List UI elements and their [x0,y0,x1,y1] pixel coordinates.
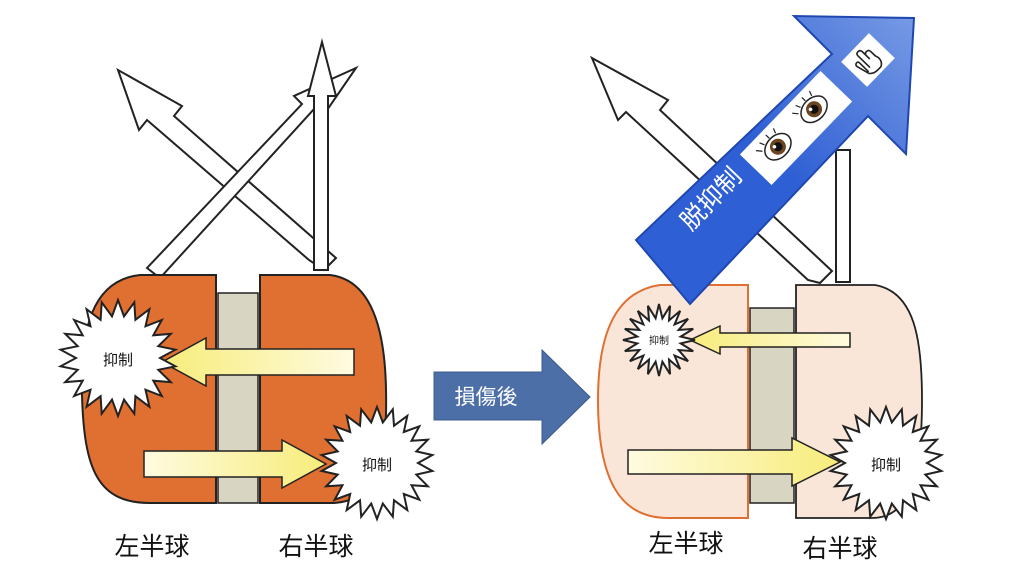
right-hemisphere-label: 右半球 [278,532,353,561]
outline-arrow-up [835,149,851,283]
inhibition-burst [318,404,436,522]
inhibition-label: 抑制 [103,351,133,369]
outline-arrow-up-left [116,67,338,272]
eye-icon [756,128,792,161]
eyes-panel [739,70,853,186]
inhibition-arrow-right-to-left [160,336,355,388]
hand-icon [855,49,883,75]
inhibition-burst [827,404,945,522]
inhibition-label: 抑制 [362,456,392,474]
outline-arrow-up [306,38,338,271]
outline-arrow-up-right [145,65,359,280]
inhibition-label: 抑制 [871,456,901,474]
hand-panel [841,33,895,87]
block-arrow-right [433,348,591,446]
after-panel: 抑制 抑制 脱抑制 [589,14,945,563]
left-hemisphere-label: 左半球 [648,529,723,558]
inhibition-arrow-left-to-right [627,436,842,488]
before-crossed-arrows [116,38,359,280]
inhibition-arrow-left-to-right [143,438,328,490]
before-panel: 抑制 抑制 左半球 右半球 [57,38,436,561]
inhibition-burst [57,297,179,419]
left-hemisphere-label: 左半球 [114,532,189,561]
inhibition-label: 抑制 [649,334,669,347]
transition-label: 損傷後 [455,385,518,409]
inhibition-arrow-right-to-left [688,324,851,356]
eye-icon [792,90,828,124]
right-hemisphere-label: 右半球 [802,534,877,563]
transition-arrow: 損傷後 [433,348,591,446]
inhibition-burst-small [622,303,696,377]
